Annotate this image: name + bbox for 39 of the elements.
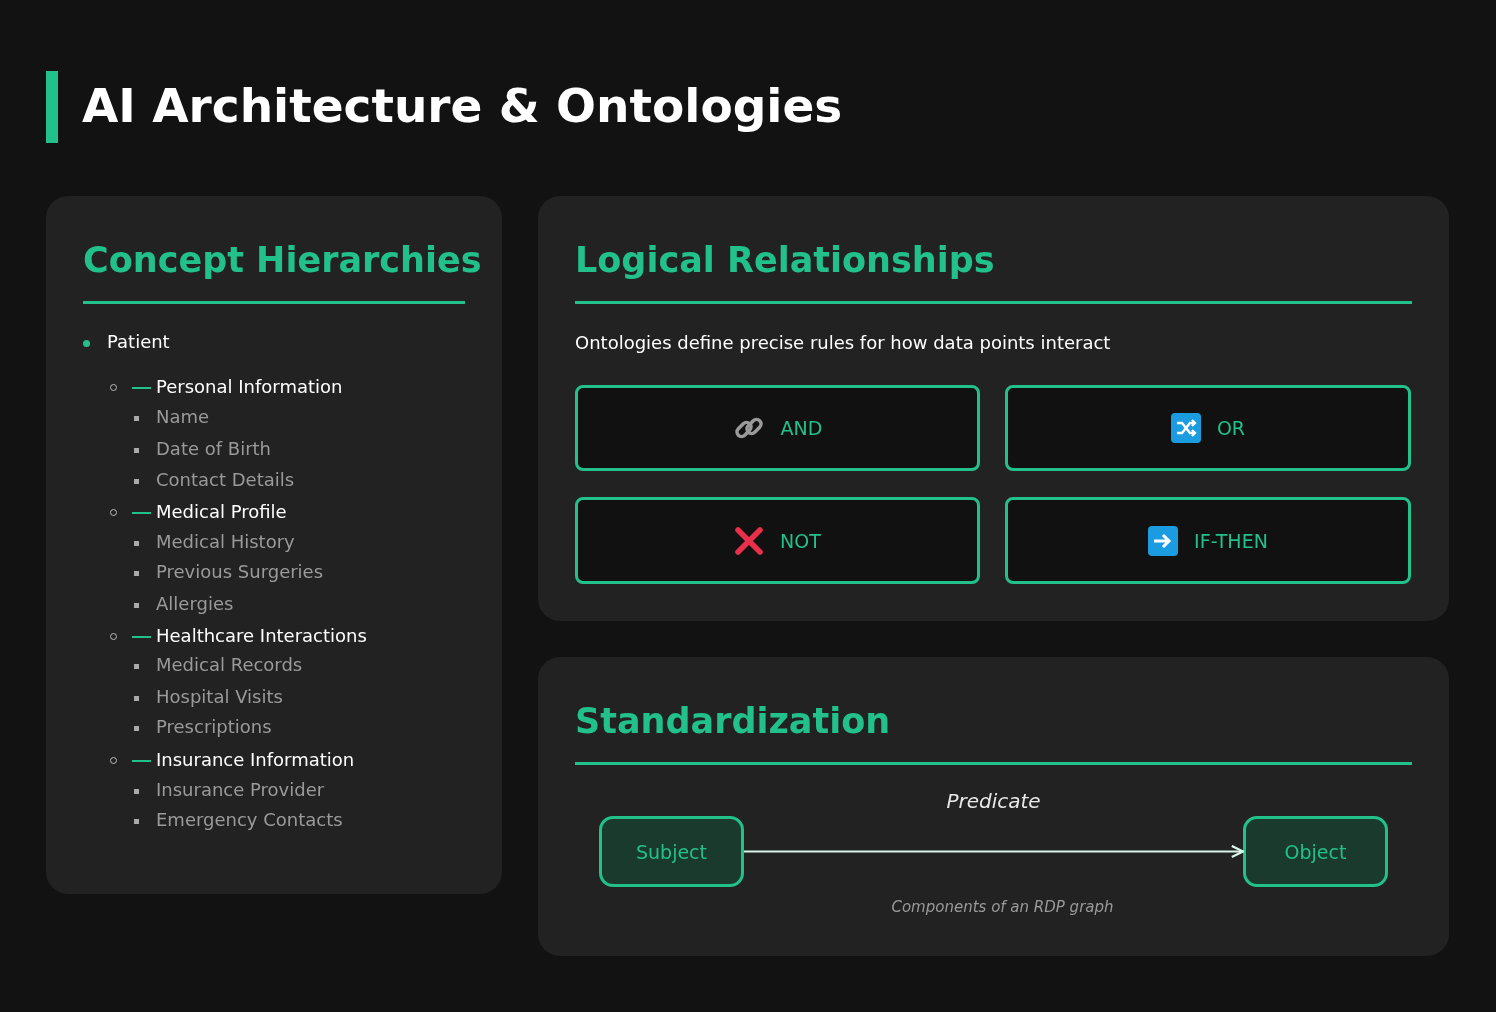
list-item: Contact Details [134, 469, 295, 490]
term-box [1243, 816, 1388, 887]
term-label: Subject [636, 840, 707, 863]
list-item: Medical Profile [110, 501, 287, 522]
operator-box [575, 497, 980, 584]
list-item: Allergies [134, 593, 234, 614]
operator-box [575, 385, 980, 471]
operator-label: OR [1216, 417, 1246, 439]
operator-box [1005, 385, 1411, 471]
list-item: Patient [83, 331, 170, 352]
panel-heading: Logical Relationships [575, 240, 995, 280]
panel-heading: Standardization [575, 701, 891, 741]
panel-heading: Concept Hierarchies [83, 240, 482, 280]
operator-box [1005, 497, 1411, 584]
list-item: Date of Birth [134, 438, 272, 459]
title: AI Architecture & Ontologies [82, 78, 843, 133]
arrow [743, 844, 1245, 859]
panel [538, 196, 1449, 621]
operator-label: NOT [780, 529, 821, 552]
list-item: Previous Surgeries [134, 561, 324, 582]
list-item: Hospital Visits [134, 686, 283, 707]
list-item: Personal Information [110, 376, 343, 397]
term-box [599, 816, 744, 887]
operator-label: IF-THEN [1194, 529, 1268, 552]
list-item: Emergency Contacts [134, 809, 343, 830]
list-item: Healthcare Interactions [110, 625, 367, 646]
edge-label: Predicate [945, 788, 1042, 813]
list-item: Medical Records [134, 654, 303, 675]
operator-label: AND [780, 417, 823, 439]
term-label: Object [1284, 840, 1347, 863]
list-item: Insurance Information [110, 749, 355, 770]
list-item: Name [134, 406, 210, 427]
description: Ontologies define precise rules for how data points interact [575, 332, 1111, 353]
list-item: Prescriptions [134, 716, 272, 737]
list-item: Medical History [134, 531, 295, 552]
panel [538, 657, 1449, 956]
panel [46, 196, 502, 894]
panel-note: Components of an RDP graph [890, 898, 1115, 916]
list-item: Insurance Provider [134, 779, 325, 800]
